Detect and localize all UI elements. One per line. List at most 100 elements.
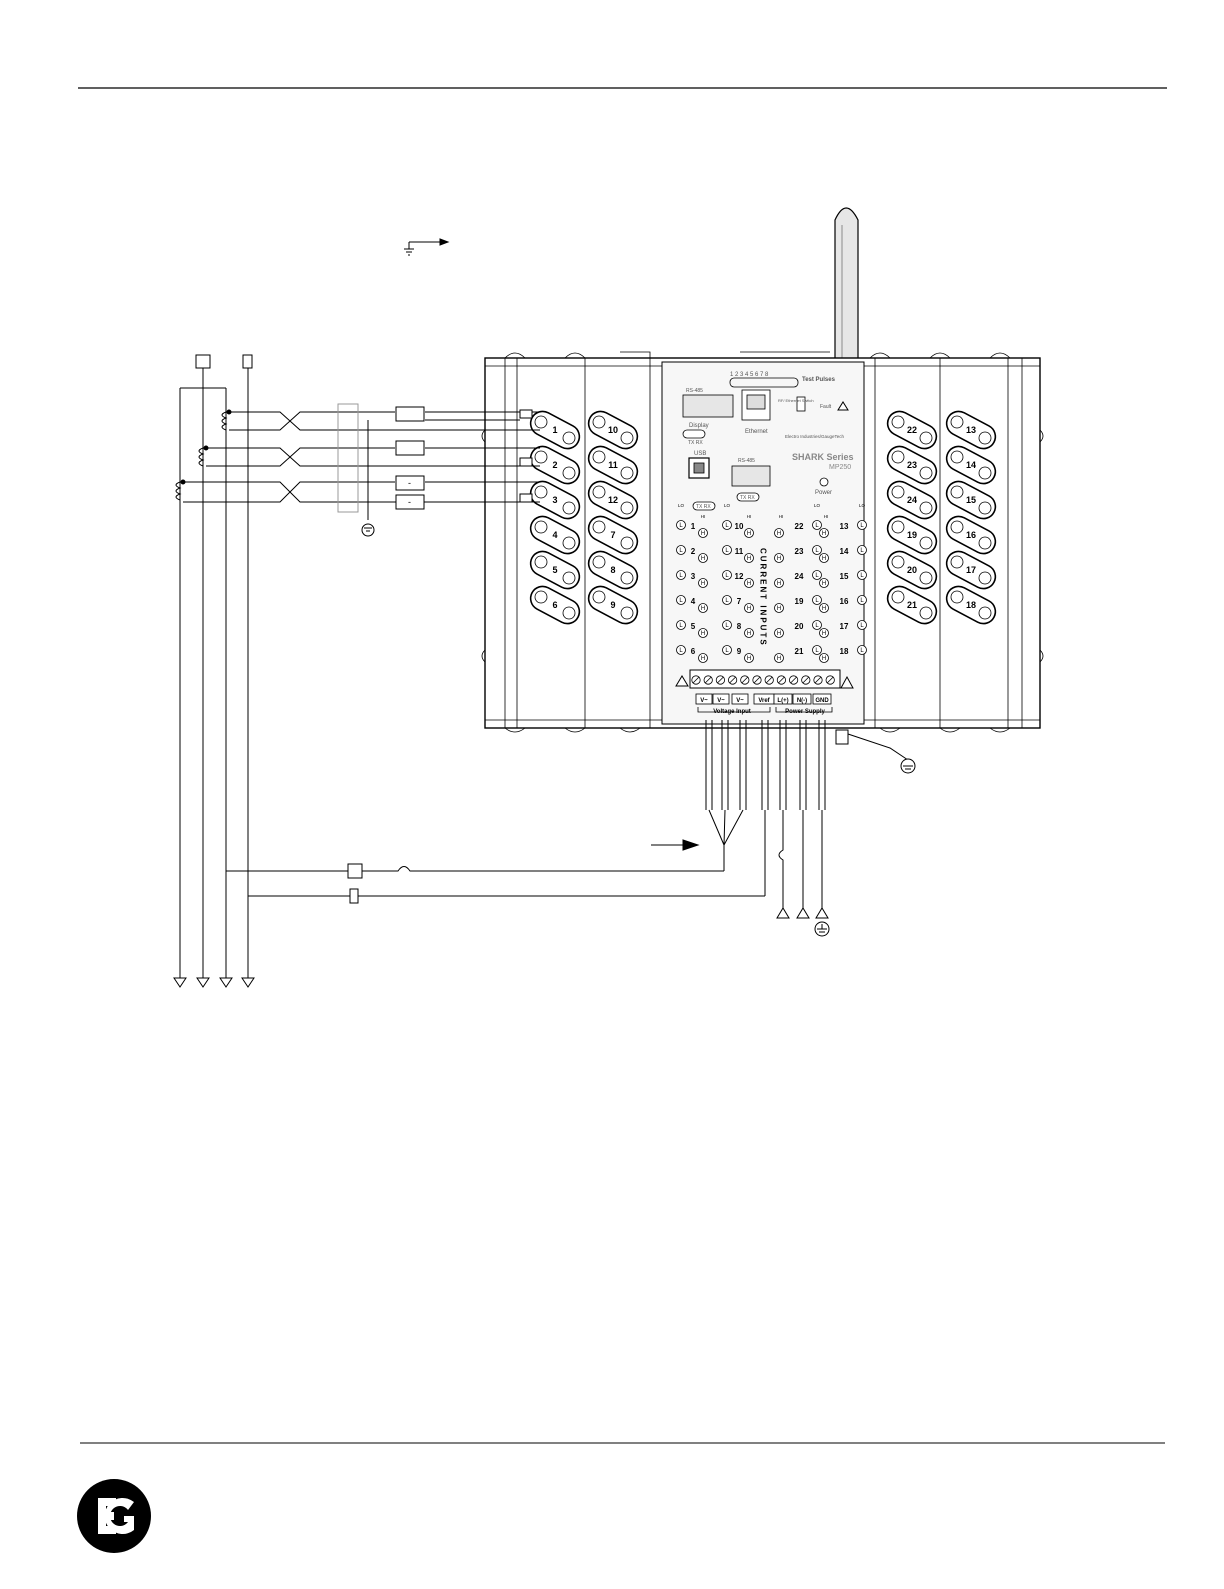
terminal-right_a_terminals-20: 20 (886, 550, 938, 590)
h-label: H (747, 556, 751, 562)
current-input-number: 24 (795, 572, 804, 581)
l-label: L (860, 623, 864, 629)
power-supply-label: Power Supply (785, 709, 825, 715)
current-input-number: 12 (735, 572, 744, 581)
current-input-number: 10 (735, 522, 744, 531)
current-input-grid: LOHILH1LH2LH3LH4LH5LH6LOHILH10LH11LH12LH… (676, 503, 867, 663)
ct-box-label-1: - (408, 478, 411, 488)
l-label: L (679, 598, 683, 604)
terminal-number: 20 (907, 565, 917, 575)
h-label: H (822, 656, 826, 662)
eig-logo (77, 1479, 151, 1553)
terminal-number: 1 (552, 425, 557, 435)
terminal-right_a_terminals-22: 22 (886, 410, 938, 450)
warning-icons (675, 401, 854, 689)
current-input-number: 5 (691, 622, 696, 631)
h-label: H (777, 631, 781, 637)
terminal-left_terminals-1: 1 (529, 410, 581, 450)
h-label: H (701, 606, 705, 612)
h-label: H (822, 631, 826, 637)
txrx-2-label: TX RX (740, 495, 755, 501)
l-label: L (725, 648, 729, 654)
l-label: L (815, 598, 819, 604)
terminal-left_terminals-2: 2 (529, 445, 581, 485)
h-label: H (822, 531, 826, 537)
l-label: L (725, 623, 729, 629)
current-input-17: L H 17 (819, 620, 867, 638)
terminal-mid_terminals-7: 7 (587, 515, 639, 555)
current-input-number: 18 (840, 647, 849, 656)
l-label: L (860, 548, 864, 554)
test-pulses-numbers: 1 2 3 4 5 6 7 8 (730, 372, 769, 378)
voltage-terminal-label: V~ (731, 693, 749, 705)
current-input-number: 13 (840, 522, 849, 531)
h-label: H (777, 581, 781, 587)
terminal-left_terminals-3: 3 (529, 480, 581, 520)
current-input-number: 19 (795, 597, 804, 606)
power-terminal-label: GND (812, 693, 832, 705)
h-label: H (701, 581, 705, 587)
l-label: L (679, 548, 683, 554)
brand-series-label: SHARK Series (792, 452, 854, 462)
rf-switch-label: RF/ Ethernet Switch (778, 398, 814, 403)
current-input-number: 3 (691, 572, 696, 581)
l-label: L (679, 648, 683, 654)
h-label: H (747, 631, 751, 637)
voltage-power-leads (226, 720, 916, 937)
terminal-number: 3 (552, 495, 557, 505)
terminal-number: 4 (552, 530, 557, 540)
h-label: H (777, 656, 781, 662)
power-terminal-text: GND (815, 698, 829, 704)
test-pulses-label: Test Pulses (802, 377, 836, 383)
lo-label: LO (678, 503, 685, 508)
h-label: H (822, 606, 826, 612)
usb-txrx-label: TX RX (696, 504, 711, 510)
usb-label: USB (694, 451, 706, 457)
fault-label: Fault (820, 404, 832, 410)
current-input-8: LH8 (722, 620, 754, 638)
power-terminal-text: L(+) (777, 698, 788, 704)
current-input-number: 17 (840, 622, 849, 631)
terminal-number: 17 (966, 565, 976, 575)
l-label: L (679, 623, 683, 629)
current-input-number: 20 (795, 622, 804, 631)
voltage-terminal-text: V~ (700, 698, 708, 704)
voltage-terminal-text: V~ (736, 698, 744, 704)
hi-label: HI (824, 514, 829, 519)
voltage-terminal-label: V~ (695, 693, 713, 705)
terminal-number: 22 (907, 425, 917, 435)
terminal-number: 18 (966, 600, 976, 610)
power-terminal-text: N(-) (797, 698, 807, 704)
h-label: H (777, 531, 781, 537)
terminal-number: 11 (608, 460, 618, 470)
h-label: H (747, 531, 751, 537)
display-label: Display (689, 423, 709, 429)
terminal-number: 9 (610, 600, 615, 610)
terminal-right_a_terminals-24: 24 (886, 480, 938, 520)
terminal-left_terminals-5: 5 (529, 550, 581, 590)
terminal-mid_terminals-11: 11 (587, 445, 639, 485)
h-label: H (822, 556, 826, 562)
terminal-number: 2 (552, 460, 557, 470)
h-label: H (777, 556, 781, 562)
current-input-5: LH5 (676, 620, 708, 638)
l-label: L (815, 548, 819, 554)
l-label: L (860, 573, 864, 579)
l-label: L (860, 598, 864, 604)
model-label: MP250 (829, 464, 851, 471)
terminal-mid_terminals-8: 8 (587, 550, 639, 590)
current-inputs-label: CURRENT INPUTS (759, 548, 768, 647)
terminal-number: 21 (907, 600, 917, 610)
